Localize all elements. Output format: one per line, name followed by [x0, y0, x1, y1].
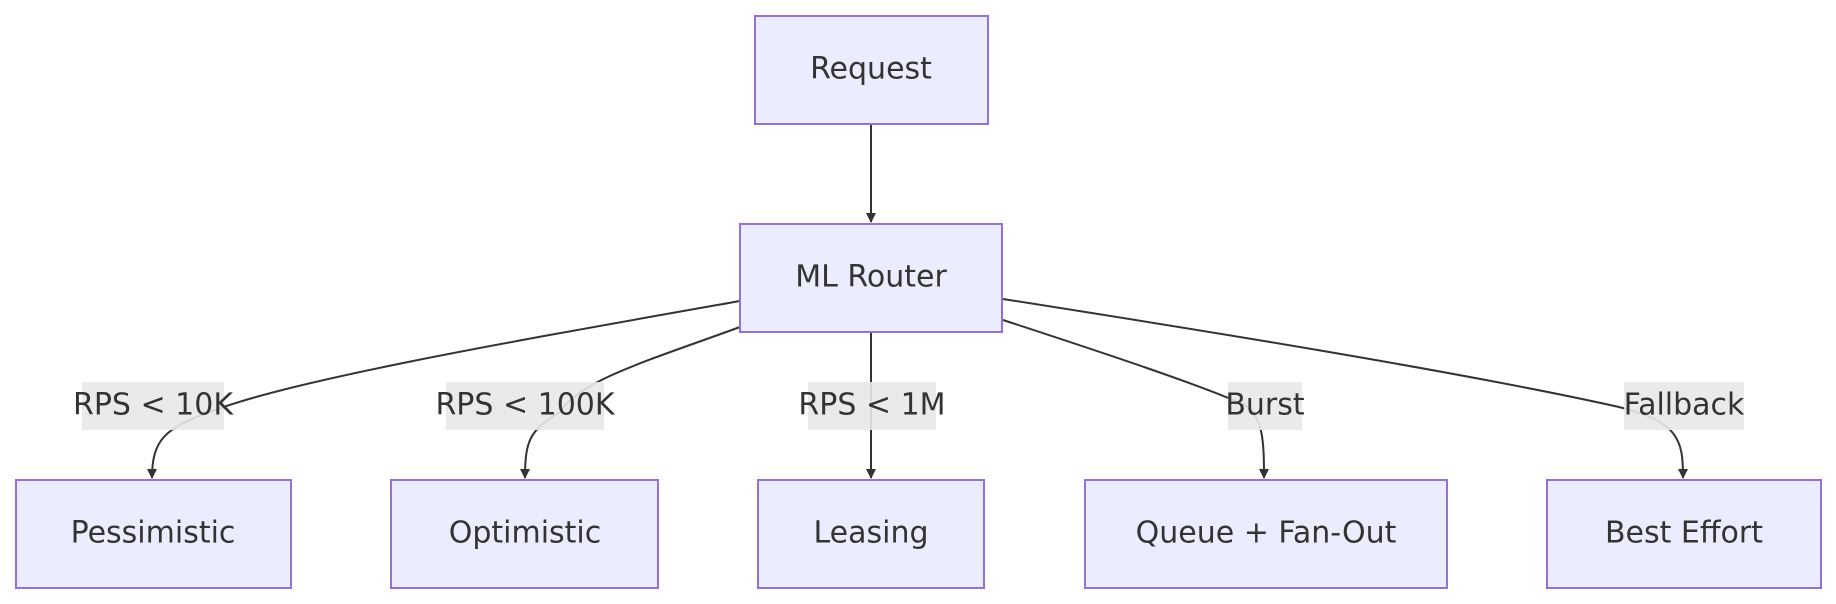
- edge-label-optimistic: RPS < 100K: [435, 382, 616, 430]
- node-leasing-label: Leasing: [813, 516, 928, 551]
- node-ml-router-label: ML Router: [795, 260, 947, 295]
- edge-label-queue: Burst: [1225, 382, 1305, 430]
- svg-text:Burst: Burst: [1225, 388, 1305, 423]
- node-request-label: Request: [810, 52, 932, 87]
- node-pessimistic: Pessimistic: [15, 479, 292, 589]
- node-best-effort-label: Best Effort: [1605, 516, 1763, 551]
- edge-label-best-effort: Fallback: [1624, 382, 1745, 430]
- node-optimistic-label: Optimistic: [449, 516, 602, 551]
- svg-text:RPS < 100K: RPS < 100K: [435, 388, 615, 423]
- edge-label-leasing: RPS < 1M: [798, 382, 946, 430]
- svg-text:RPS < 10K: RPS < 10K: [73, 388, 234, 423]
- node-queue-fanout-label: Queue + Fan-Out: [1136, 516, 1397, 551]
- edge-router-to-best-effort: [1002, 298, 1688, 479]
- node-pessimistic-label: Pessimistic: [71, 516, 236, 551]
- svg-text:Fallback: Fallback: [1624, 388, 1745, 423]
- node-leasing: Leasing: [757, 479, 985, 589]
- node-best-effort: Best Effort: [1546, 479, 1822, 589]
- edge-router-to-pessimistic: [147, 300, 741, 479]
- edge-label-pessimistic: RPS < 10K: [73, 382, 234, 430]
- node-queue-fanout: Queue + Fan-Out: [1084, 479, 1448, 589]
- node-request: Request: [754, 15, 989, 125]
- svg-text:RPS < 1M: RPS < 1M: [798, 388, 945, 423]
- edge-labels: RPS < 10K RPS < 100K RPS < 1M Burst Fall…: [73, 382, 1745, 430]
- nodes: Request ML Router Pessimistic Optimistic…: [15, 15, 1822, 589]
- node-optimistic: Optimistic: [390, 479, 659, 589]
- edge-router-to-queue: [1002, 319, 1269, 479]
- node-ml-router: ML Router: [739, 223, 1003, 333]
